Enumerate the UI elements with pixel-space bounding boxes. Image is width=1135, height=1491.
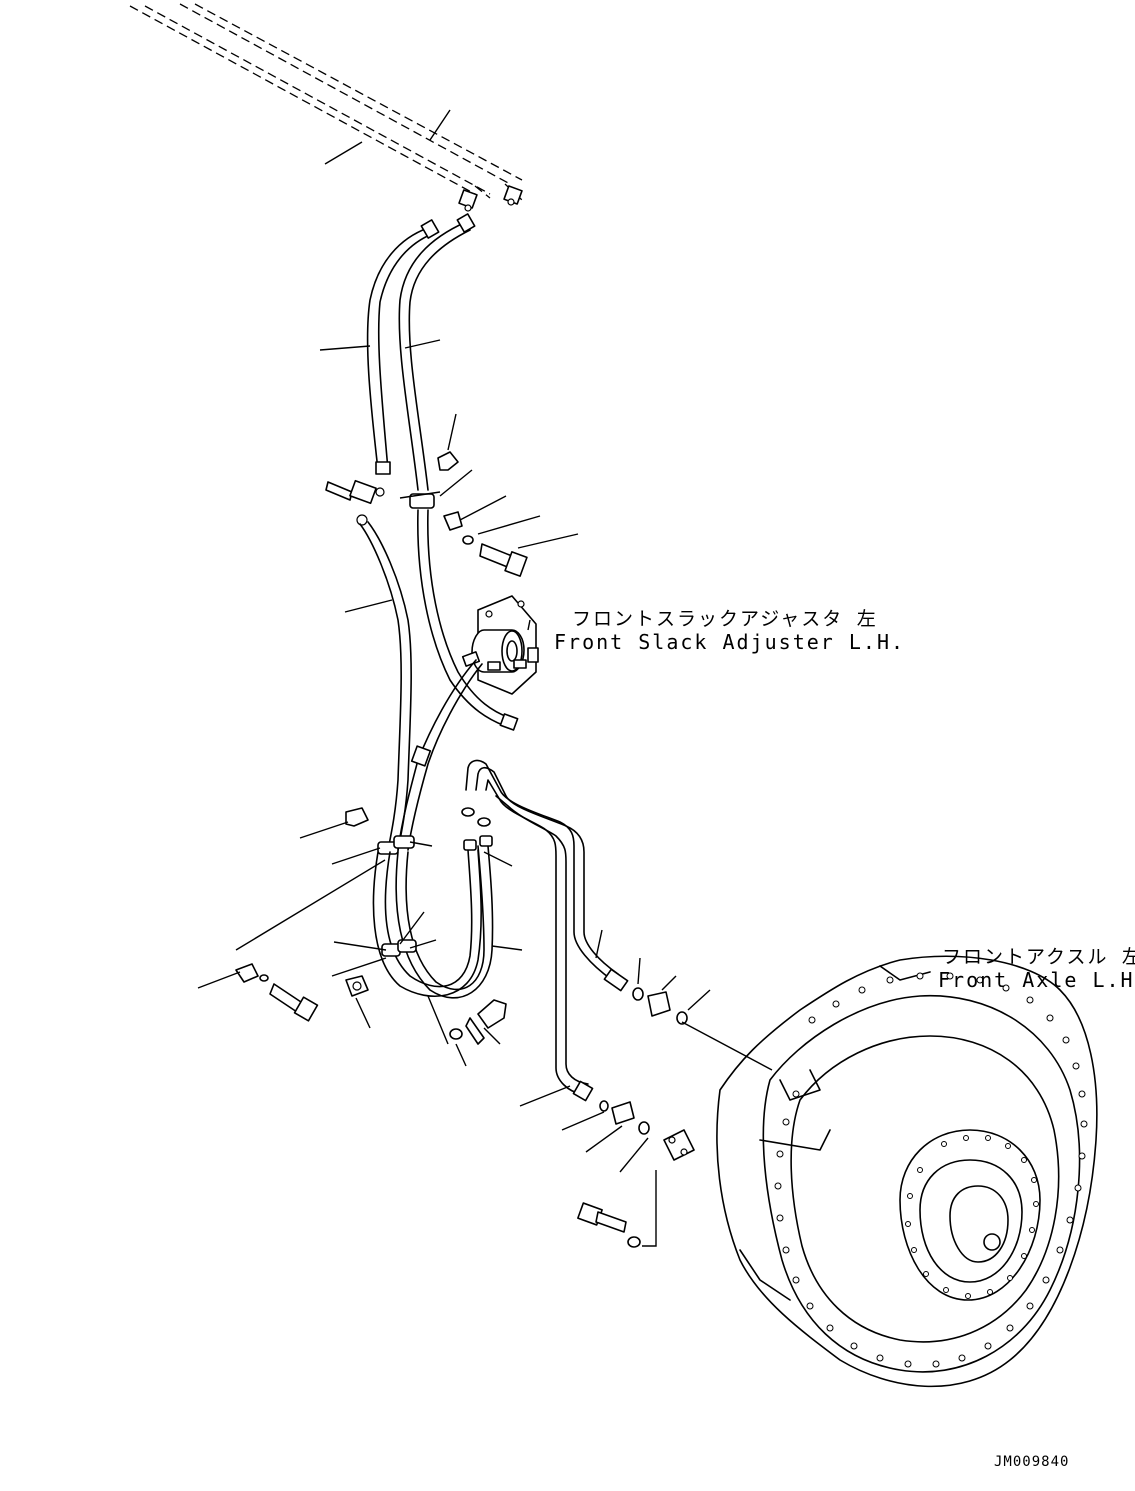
slack-adjuster-label-en: Front Slack Adjuster L.H. (554, 630, 906, 654)
axle-label-en: Front Axle L.H. (938, 968, 1135, 992)
axle-label-jp: フロントアクスル 左 (942, 946, 1135, 968)
slack-adjuster-label-jp: フロントスラックアジャスタ 左 (572, 608, 878, 630)
orings-fittings (461, 807, 773, 1173)
axle-bolt-holes (774, 972, 1088, 1368)
label-leaders (527, 619, 531, 631)
hose-lower-loop (372, 835, 523, 999)
hose-middle-left (344, 521, 412, 851)
clip-bolt-upper (399, 413, 579, 577)
clamp-middle (235, 807, 433, 951)
bolt-washer-bottom (577, 1170, 657, 1248)
hose-upper-right (398, 213, 519, 731)
frame-tubes-phantom (129, 3, 523, 207)
top-fittings (458, 185, 523, 212)
tee-fitting (325, 479, 385, 526)
hose-upper-left (366, 219, 440, 475)
drawing-code: JM009840 (994, 1454, 1070, 1470)
clip-bolt-lower (197, 963, 507, 1067)
clamp-lower (331, 911, 449, 1045)
hose-slack-to-clamp (397, 659, 483, 851)
leader-lines-top (319, 109, 451, 351)
steel-tubes (465, 759, 629, 1107)
slack-adjuster (461, 595, 539, 695)
front-axle (716, 955, 1098, 1388)
